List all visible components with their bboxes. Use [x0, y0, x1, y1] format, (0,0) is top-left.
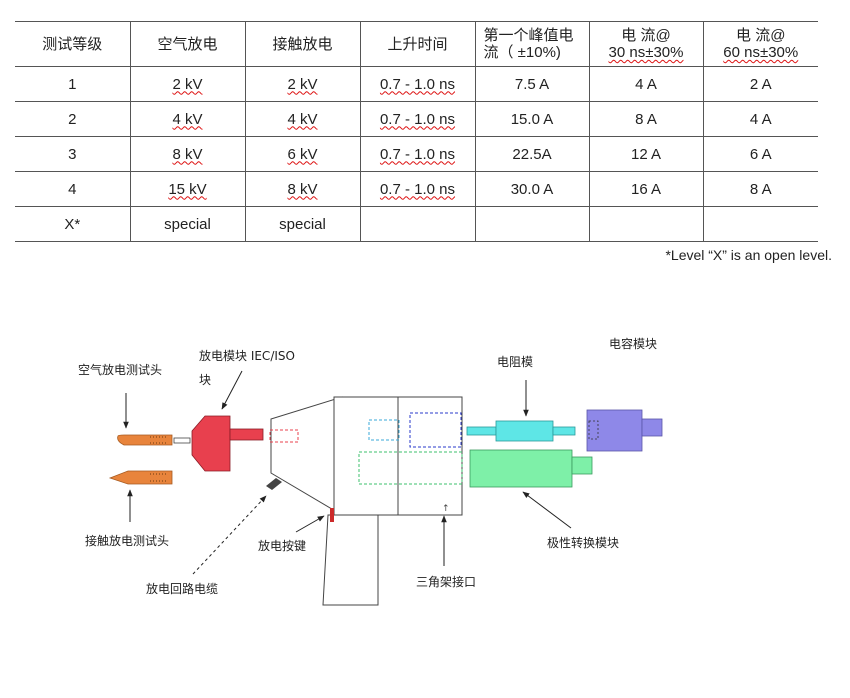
table-cell: 6 A	[702, 136, 818, 172]
table-cell: 4 A	[588, 66, 704, 102]
arrow-polarity	[522, 491, 572, 529]
header-cell: 空气放电	[129, 21, 246, 67]
table-cell	[474, 206, 590, 242]
header-cell: 测试等级	[15, 21, 131, 67]
label-discharge-module: 放电模块 IEC/ISO	[199, 349, 295, 363]
table-cell: 2 A	[702, 66, 818, 102]
table-row: X* special special	[15, 206, 818, 242]
table-cell: 2 kV	[244, 66, 361, 102]
header-cell: 电 流@30 ns±30%	[588, 21, 704, 67]
table-cell: 2 kV	[129, 66, 246, 102]
table-cell: 15 kV	[129, 171, 246, 207]
polarity-module-icon	[469, 449, 593, 488]
air-probe-icon	[117, 434, 191, 446]
trigger-icon	[330, 508, 334, 522]
table-row: 2 4 kV 4 kV 0.7 - 1.0 ns 15.0 A 8 A 4 A	[15, 101, 818, 137]
table-cell: 0.7 - 1.0 ns	[359, 66, 476, 102]
arrow-cable	[192, 495, 267, 575]
label-trigger: 放电按键	[258, 539, 307, 553]
table-footnote: *Level “X” is an open level.	[665, 247, 832, 263]
contact-probe-icon	[108, 470, 173, 485]
arrow-trigger	[295, 515, 325, 533]
table-cell: 8 A	[588, 101, 704, 137]
header-cell: 电 流@60 ns±30%	[702, 21, 818, 67]
label-resistor-module: 电阻模	[497, 355, 534, 369]
table-cell: 2	[15, 101, 131, 137]
table-cell: 6 kV	[244, 136, 361, 172]
table-cell: 3	[15, 136, 131, 172]
table-cell: 0.7 - 1.0 ns	[359, 171, 476, 207]
capacitor-module-icon	[586, 409, 663, 452]
label-capacitor-module: 电容模块	[609, 337, 658, 351]
table-cell: 12 A	[588, 136, 704, 172]
label-discharge-module-cont: 块	[199, 373, 212, 387]
dashed-slot-blue	[409, 412, 462, 448]
label-air-probe: 空气放电测试头	[78, 363, 163, 377]
label-polarity-module: 极性转换模块	[547, 536, 620, 550]
table-cell: 4 kV	[129, 101, 246, 137]
header-cell: 上升时间	[359, 21, 476, 67]
resistor-module-icon	[466, 420, 576, 442]
esd-gun-body	[270, 396, 463, 606]
table-cell: 16 A	[588, 171, 704, 207]
table-row: 1 2 kV 2 kV 0.7 - 1.0 ns 7.5 A 4 A 2 A	[15, 66, 818, 102]
table-cell: 4	[15, 171, 131, 207]
cable-connector-icon	[266, 478, 282, 490]
table-cell: X*	[15, 206, 131, 242]
arrow-discharge-module	[221, 370, 243, 410]
dashed-slot-green	[358, 451, 463, 485]
label-tripod: 三角架接口	[416, 575, 477, 589]
table-cell	[702, 206, 818, 242]
table-cell: special	[129, 206, 246, 242]
table-cell: special	[244, 206, 361, 242]
table-cell: 22.5A	[474, 136, 590, 172]
label-cable: 放电回路电缆	[146, 582, 219, 596]
tripod-mark-icon: ↑	[442, 504, 450, 514]
table-cell	[588, 206, 704, 242]
table-cell: 7.5 A	[474, 66, 590, 102]
table-cell: 8 A	[702, 171, 818, 207]
dashed-slot-cyan	[368, 419, 400, 441]
discharge-module-icon	[191, 415, 264, 472]
label-contact-probe: 接触放电测试头	[85, 534, 170, 548]
test-level-table: 测试等级 空气放电 接触放电 上升时间 第一个峰值电流（ ±10%) 电 流@3…	[15, 21, 818, 242]
